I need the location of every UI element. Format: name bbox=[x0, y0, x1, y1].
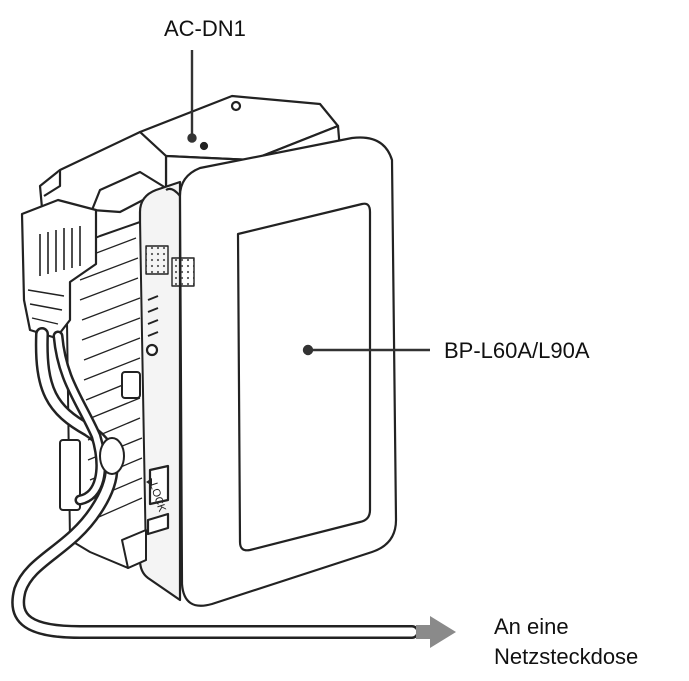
battery-label: BP-L60A/L90A bbox=[444, 338, 590, 363]
adapter-label: AC-DN1 bbox=[164, 16, 246, 41]
battery-pack bbox=[138, 136, 398, 607]
leader-lines bbox=[187, 50, 430, 356]
outlet-label: An eine Netzsteckdose bbox=[494, 612, 638, 672]
outlet-arrow bbox=[416, 616, 456, 648]
mounting-plate bbox=[59, 221, 147, 569]
outlet-label-line2: Netzsteckdose bbox=[494, 644, 639, 669]
lock-arrow-icon bbox=[146, 478, 152, 486]
outlet-label-line1: An eine bbox=[494, 614, 569, 639]
leader-dot-battery bbox=[302, 344, 314, 356]
dc-plug bbox=[20, 198, 98, 340]
arrow-right-icon bbox=[430, 616, 456, 648]
leader-dot-adapter bbox=[187, 133, 197, 143]
power-cable bbox=[11, 327, 419, 639]
